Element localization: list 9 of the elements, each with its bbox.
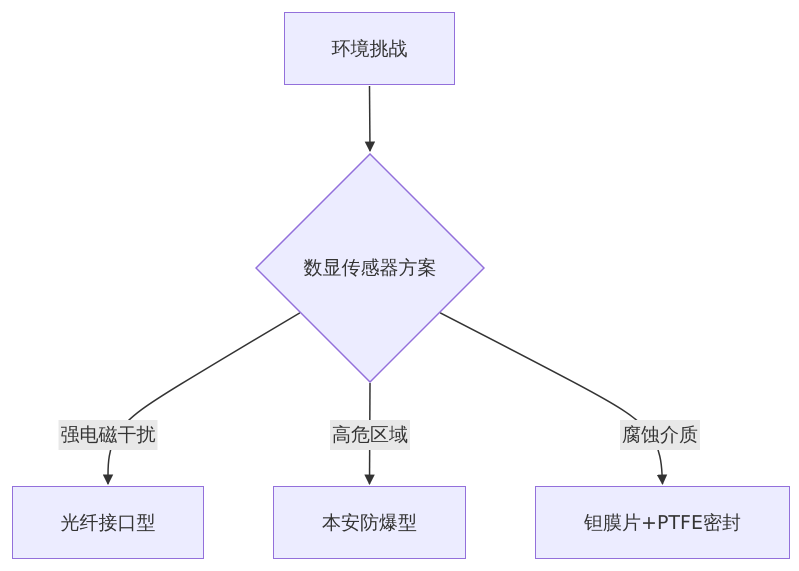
process-box: 光纤接口型 [12,486,204,559]
process-box: 环境挑战 [284,12,455,85]
arrow [364,86,376,152]
edge-label: 腐蚀介质 [620,420,700,450]
edge-label: 强电磁干扰 [58,420,158,450]
edge-label: 高危区域 [330,420,410,450]
process-box: 钽膜片+PTFE密封 [535,486,790,559]
node-label: 数显传感器方案 [304,256,436,281]
process-box: 本安防爆型 [273,486,466,559]
